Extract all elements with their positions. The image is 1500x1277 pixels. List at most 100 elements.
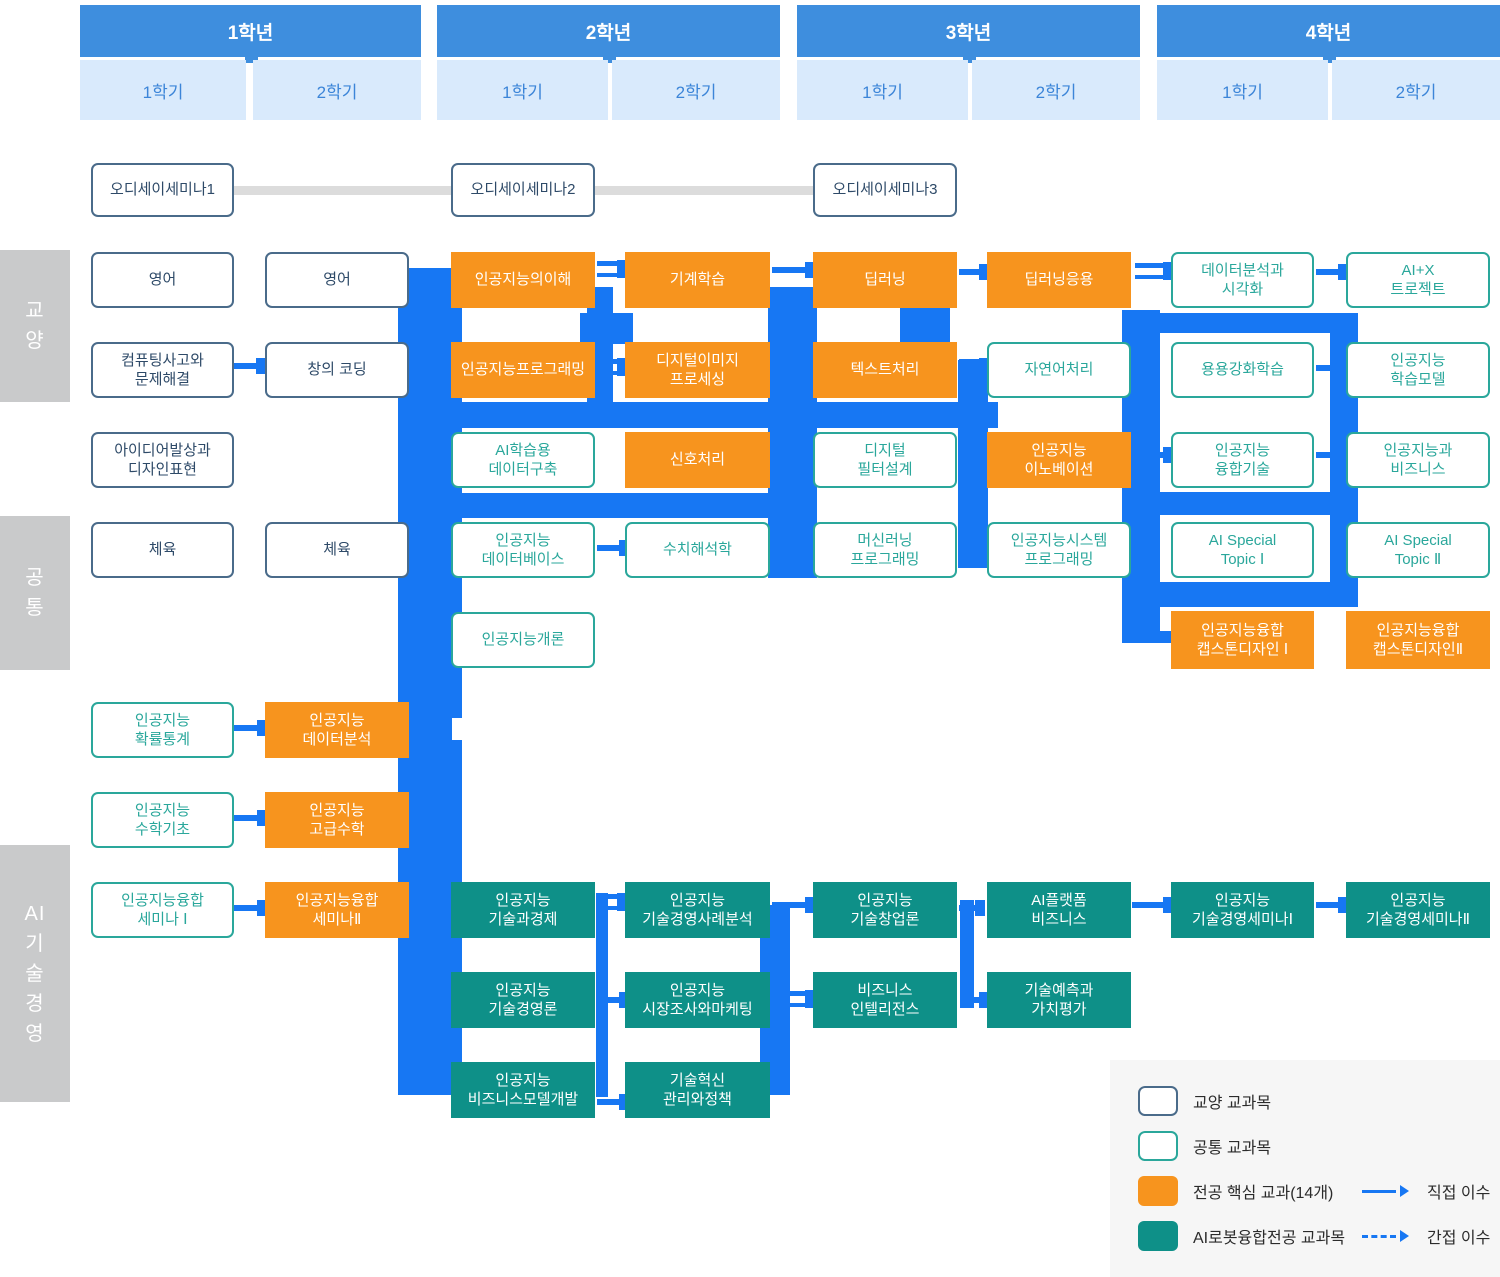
arrow-8-head [1338,360,1348,376]
legend-label: 공통 교과목 [1193,1140,1272,1157]
arrow-4-bar2 [1135,275,1165,279]
course-pe-1-2: 체육 [265,522,409,578]
semester-header-1-2: 2학기 [253,60,421,120]
year-header-notch-1 [245,57,258,63]
course-tech-innovation-mgmt-policy: 기술혁신 관리와정책 [625,1062,770,1118]
course-ai-tech-economy: 인공지능 기술과경제 [451,882,595,938]
semester-header-4-1: 1학기 [1157,60,1328,120]
arrow-19-bar [1132,902,1171,908]
arrow-1-bar1 [597,261,625,266]
odyssey-line-2 [595,186,813,195]
arrow-23-head [979,992,989,1008]
arrow-20-head [1338,897,1348,913]
legend-arrow-label: 간접 이수 [1427,1230,1491,1247]
connector-trunk-col4-col5 [768,287,817,578]
solid-arrow-line-icon [1362,1189,1396,1193]
course-understanding-ai: 인공지능의이해 [451,252,595,308]
arrow-6-bar1 [597,359,625,364]
dashed-arrow-line-icon [1362,1234,1396,1238]
course-applied-reinforcement-learning: 용용강화학습 [1171,342,1314,398]
semester-header-2-2: 2학기 [612,60,780,120]
connector-trunk-col5-col6 [958,360,988,568]
arrow-head-icon [1400,1230,1409,1242]
arrow-18-head [975,900,985,916]
arrow-21-bar [608,997,627,1003]
arrow-7-bar1 [959,359,987,364]
course-digital-image-processing: 디지털이미지 프로세싱 [625,342,770,398]
arrow-5-head [1338,264,1348,280]
connector-trunk-col3-col4-lower [596,893,608,1097]
legend-item-orange: 전공 핵심 교과(14개) [1138,1176,1333,1206]
arrow-22-head [805,990,815,1008]
legend-item-teal-solid: AI로봇융합전공 교과목 [1138,1221,1345,1251]
arrow-16-bar1 [597,894,625,899]
category-ai-tech-mgmt: AI 기 술 경 영 [0,845,70,1102]
connector-band-rowB-rowC [398,402,998,428]
course-ai-x-project: AI+X 트로젝트 [1346,252,1490,308]
course-ai-convergence-tech: 인공지능 융합기술 [1171,432,1314,488]
legend-swatch-teal-outline [1138,1131,1178,1161]
legend-arrow-label: 직접 이수 [1427,1185,1491,1202]
trunk-arrow-head-2 [407,894,417,910]
arrow-16-head [617,893,627,911]
course-ai-system-programming: 인공지능시스템 프로그래밍 [987,522,1131,578]
arrow-10-bar [1316,452,1346,458]
course-ai-convergence-seminar-1: 인공지능융합 세미나 Ⅰ [91,882,234,938]
trunk-arrow-head-0 [407,714,417,730]
arrow-6-head [617,358,627,376]
category-gongtong: 공 통 [0,516,70,670]
legend-swatch-teal-solid [1138,1221,1178,1251]
course-english-1-2: 영어 [265,252,409,308]
course-machine-learning: 기계학습 [625,252,770,308]
legend-item-navy-outline: 교양 교과목 [1138,1086,1271,1116]
arrow-22-bar2 [772,1003,807,1007]
course-ai-special-topic-2: AI Special Topic Ⅱ [1346,522,1490,578]
course-nlp: 자연어처리 [987,342,1131,398]
arrow-17-head [805,897,815,913]
course-ai-special-topic-1: AI Special Topic Ⅰ [1171,522,1314,578]
arrow-1-head [617,260,627,278]
arrow-10-head [1338,447,1348,463]
course-text-processing: 텍스트처리 [813,342,957,398]
legend-item-teal-outline: 공통 교과목 [1138,1131,1271,1161]
arrow-2-head [805,262,815,278]
year-header-notch-4 [1323,57,1336,63]
arrow-7-head [979,358,989,376]
course-ai-advanced-math: 인공지능 고급수학 [265,792,409,848]
connector-trunk-col5-col6-lower [960,900,974,1008]
arrow-13-bar [234,725,265,731]
course-ai-capstone-2: 인공지능융합 캡스톤디자인Ⅱ [1346,611,1490,669]
legend-label: AI로봇융합전공 교과목 [1193,1230,1346,1247]
course-ai-business-model-dev: 인공지능 비즈니스모델개발 [451,1062,595,1118]
arrow-18-bar [959,905,983,911]
course-idea-design-expression: 아이디어발상과 디자인표현 [91,432,234,488]
semester-header-4-2: 2학기 [1332,60,1500,120]
connector-band-rowD-rowE-right [1122,582,1358,607]
year-header-2: 2학년 [437,5,780,57]
course-ai-programming: 인공지능프로그래밍 [451,342,595,398]
connector-stub-col3-col4 [580,313,633,344]
course-numerical-analysis: 수치해석학 [625,522,770,578]
legend-solid-arrow-row: 직접 이수 [1362,1176,1490,1206]
legend-swatch-orange [1138,1176,1178,1206]
arrow-16-bar2 [597,906,619,910]
course-ai-and-business: 인공지능과 비즈니스 [1346,432,1490,488]
arrow-4-bar1 [1135,263,1171,268]
arrow-7-bar2 [959,371,981,375]
semester-header-1-1: 1학기 [80,60,246,120]
trunk-notch [452,718,473,740]
arrow-14-bar [234,815,265,821]
year-header-4: 4학년 [1157,5,1500,57]
course-ai-tech-mgmt-case-analysis: 인공지능 기술경영사례분석 [625,882,770,938]
course-odyssey-seminar-2: 오디세이세미나2 [451,163,595,217]
arrow-12-head [979,540,989,556]
course-computational-thinking: 컴퓨팅사고와 문제해결 [91,342,234,398]
arrow-1-bar2 [597,273,619,277]
arrow-21-head [619,992,629,1008]
year-header-1: 1학년 [80,5,421,57]
connector-stub-capstone1 [1155,631,1171,643]
course-ai-convergence-seminar-2: 인공지능융합 세미나Ⅱ [265,882,409,938]
course-ai-learning-model: 인공지능 학습모델 [1346,342,1490,398]
course-ai-platform-business: AI플랫폼 비즈니스 [987,882,1131,938]
